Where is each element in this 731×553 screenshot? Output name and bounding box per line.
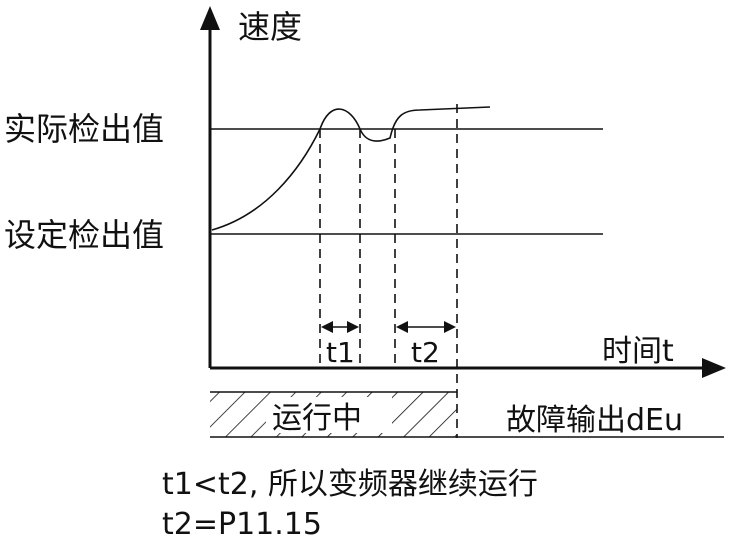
note-line-1: t1<t2, 所以变频器继续运行 [162, 467, 538, 502]
t2-label: t2 [411, 336, 440, 369]
speed-curve [211, 106, 491, 231]
note-line-2: t2=P11.15 [162, 507, 322, 542]
running-label-background [266, 397, 392, 433]
set-level-label: 设定检出值 [4, 216, 164, 254]
y-axis-arrow [200, 6, 220, 30]
fault-output-label: 故障输出dEu [506, 403, 683, 438]
t2-interval-arrow [396, 321, 456, 333]
t1-label: t1 [326, 336, 355, 369]
x-axis-arrow [702, 358, 726, 378]
t1-interval-arrow [321, 321, 359, 333]
actual-level-label: 实际检出值 [4, 110, 164, 148]
x-axis-label: 时间t [602, 334, 674, 369]
y-axis-label: 速度 [238, 8, 302, 46]
running-label: 运行中 [272, 401, 362, 436]
